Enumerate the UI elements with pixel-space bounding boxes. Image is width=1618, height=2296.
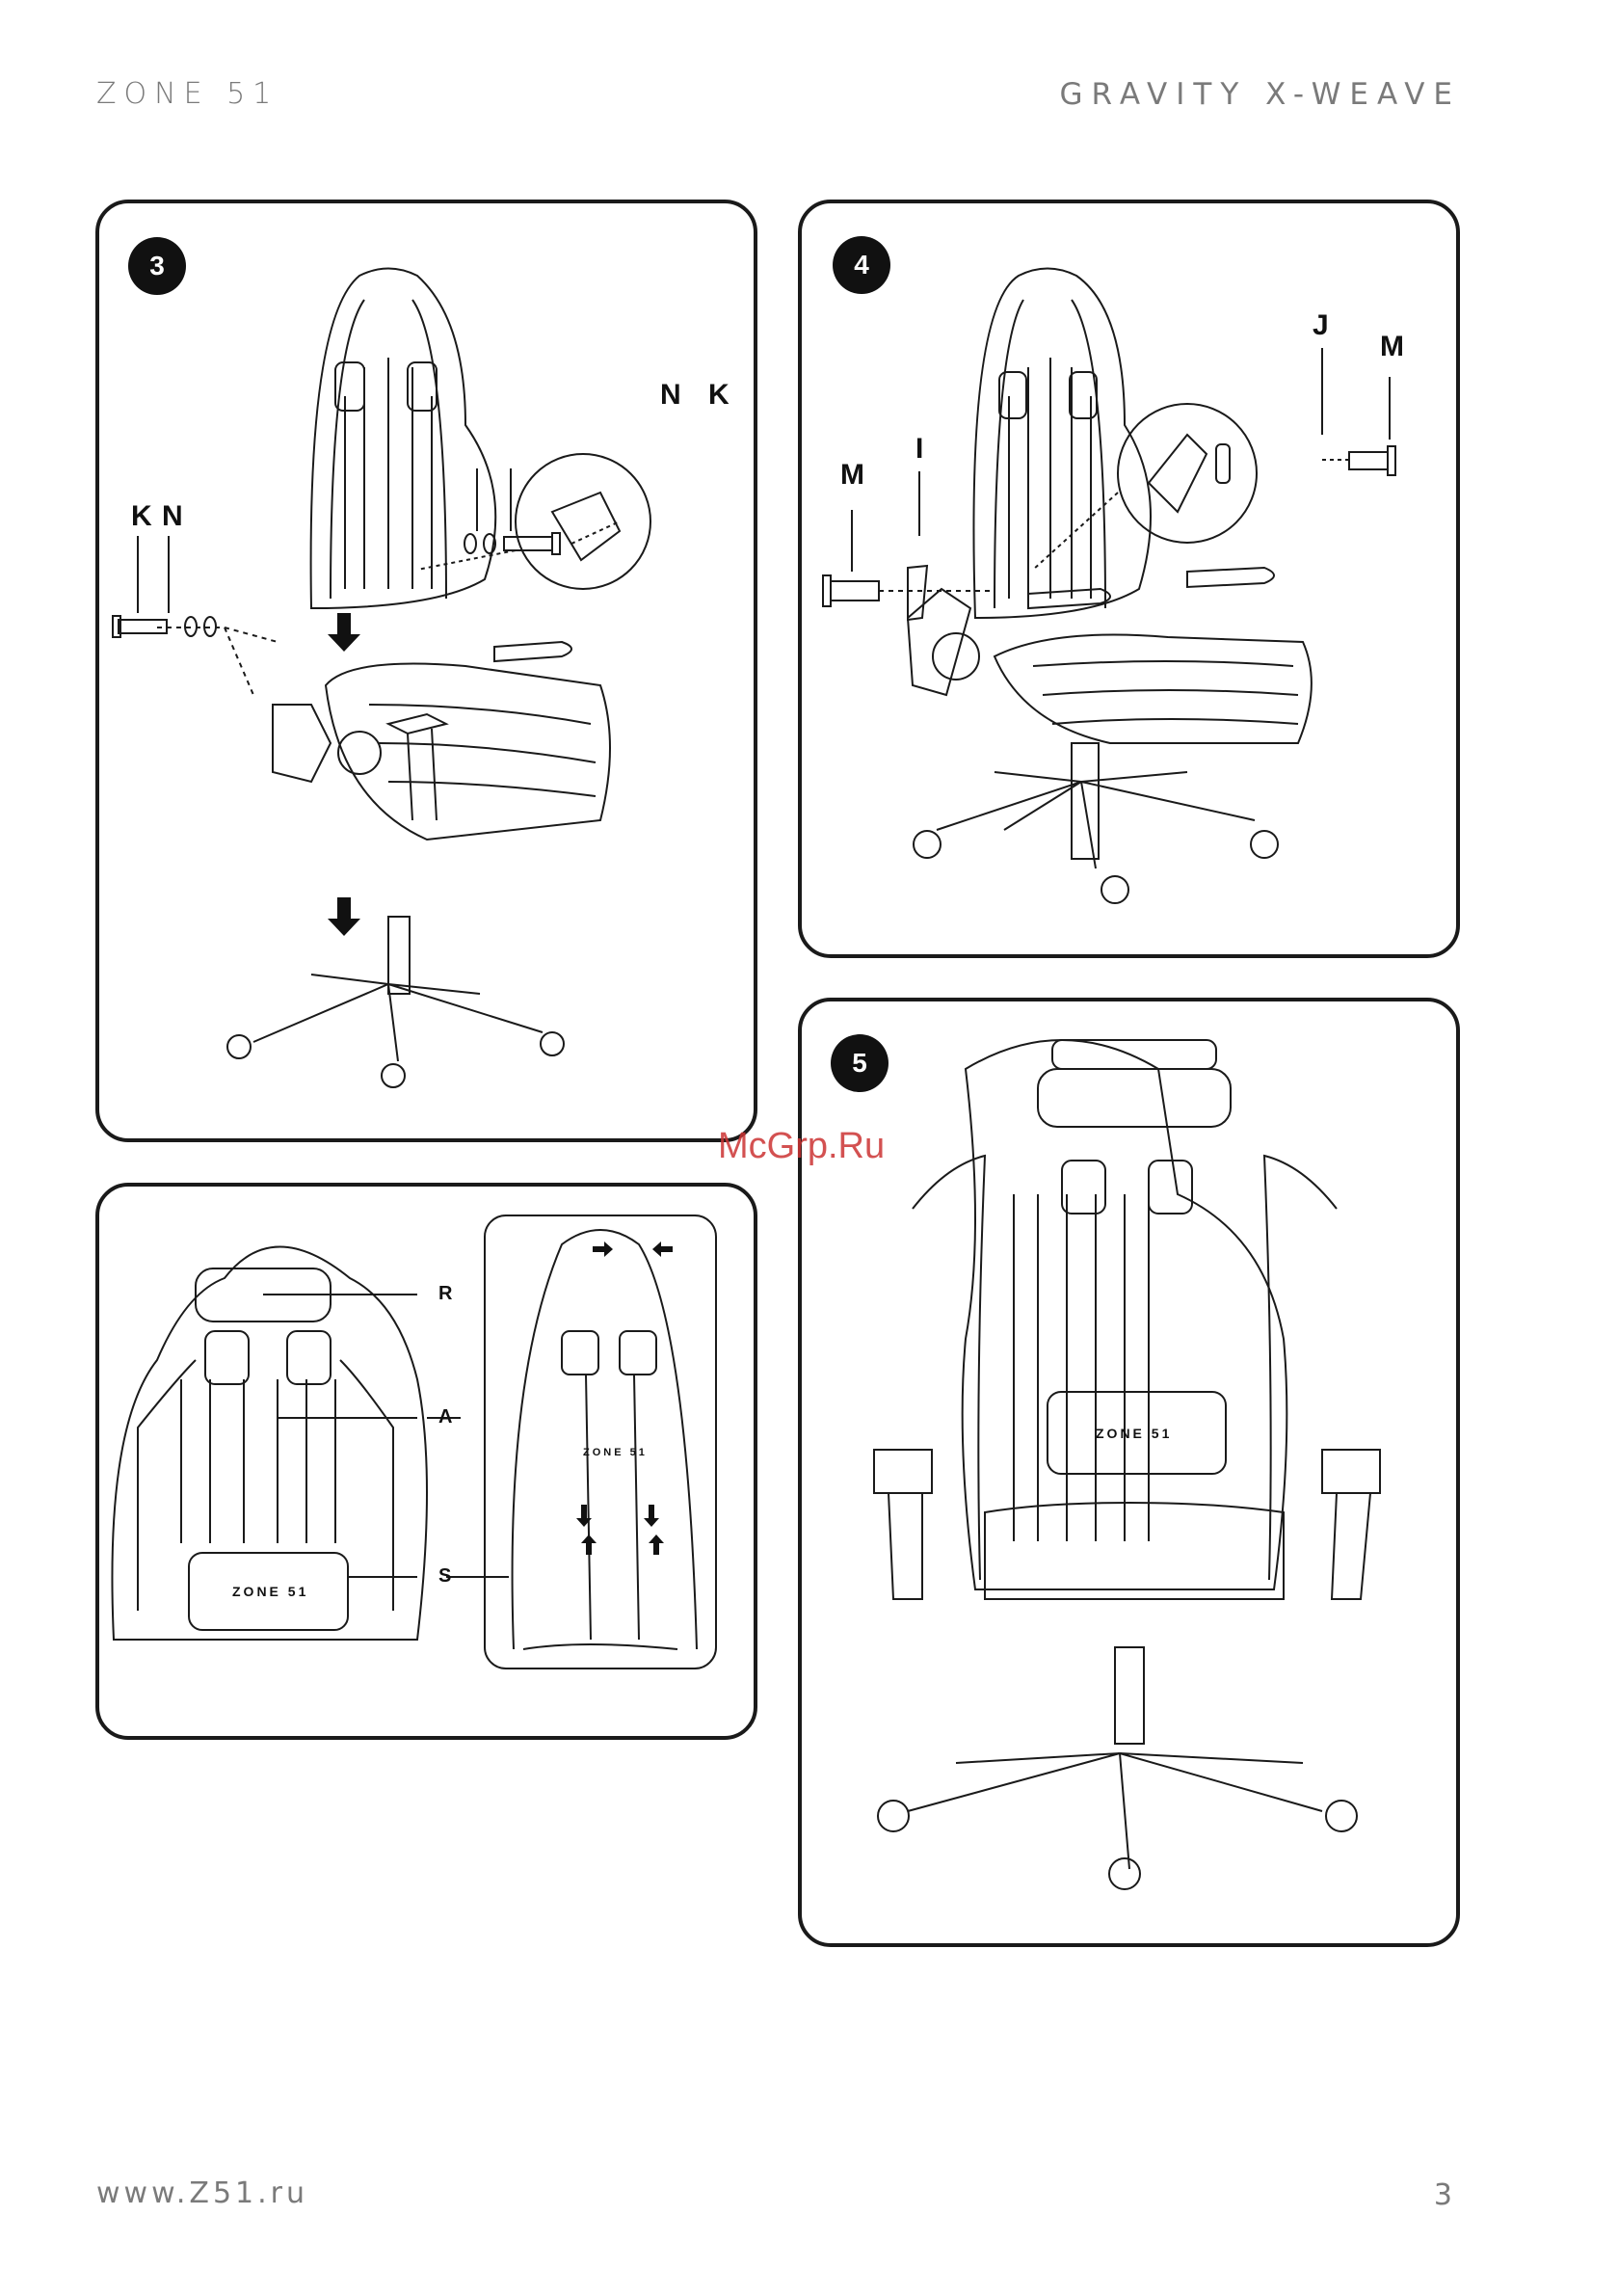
pillows-panel: R A S ZONE 51 ZONE 51 — [95, 1183, 757, 1740]
label-m-right: M — [1380, 331, 1404, 363]
label-j: J — [1313, 309, 1329, 342]
arrow-down-icon — [328, 897, 360, 936]
step-number-badge: 4 — [833, 236, 890, 294]
step-5-illustration — [802, 1001, 1464, 1951]
label-r: R — [438, 1283, 452, 1305]
model-name: GRAVITY X-WEAVE — [1060, 77, 1461, 112]
strap-arrow-icon — [593, 1241, 613, 1257]
footer-url[interactable]: www.Z51.ru — [96, 2176, 308, 2210]
pillows-illustration — [99, 1187, 761, 1744]
step-number-badge: 3 — [128, 237, 186, 295]
pillow-logo: ZONE 51 — [232, 1584, 308, 1599]
arrow-down-icon — [328, 613, 360, 652]
label-k-right: K — [708, 379, 729, 412]
back-logo: ZONE 51 — [583, 1447, 648, 1458]
step-3-illustration — [99, 203, 761, 1146]
label-m-left: M — [840, 459, 864, 492]
step-4-panel: 4 M I J M — [798, 200, 1460, 958]
label-i: I — [915, 433, 923, 466]
pillow-logo: ZONE 51 — [1096, 1426, 1172, 1441]
brand-logo: ZONE 51 — [96, 77, 279, 111]
label-n-left: N — [162, 500, 183, 533]
strap-arrow-icon — [652, 1241, 673, 1257]
label-n-right: N — [660, 379, 681, 412]
step-3-panel: 3 K N N K — [95, 200, 757, 1142]
label-s: S — [438, 1565, 451, 1588]
watermark: McGrp.Ru — [718, 1126, 885, 1167]
label-k-left: K — [131, 500, 152, 533]
strap-arrow-icon — [581, 1535, 597, 1555]
step-4-illustration — [802, 203, 1464, 962]
label-a: A — [438, 1406, 452, 1428]
step-5-panel: 5 ZONE 51 — [798, 998, 1460, 1947]
step-number-badge: 5 — [831, 1034, 889, 1092]
strap-arrow-icon — [644, 1505, 659, 1527]
page-number: 3 — [1434, 2178, 1452, 2212]
strap-arrow-icon — [649, 1535, 664, 1555]
